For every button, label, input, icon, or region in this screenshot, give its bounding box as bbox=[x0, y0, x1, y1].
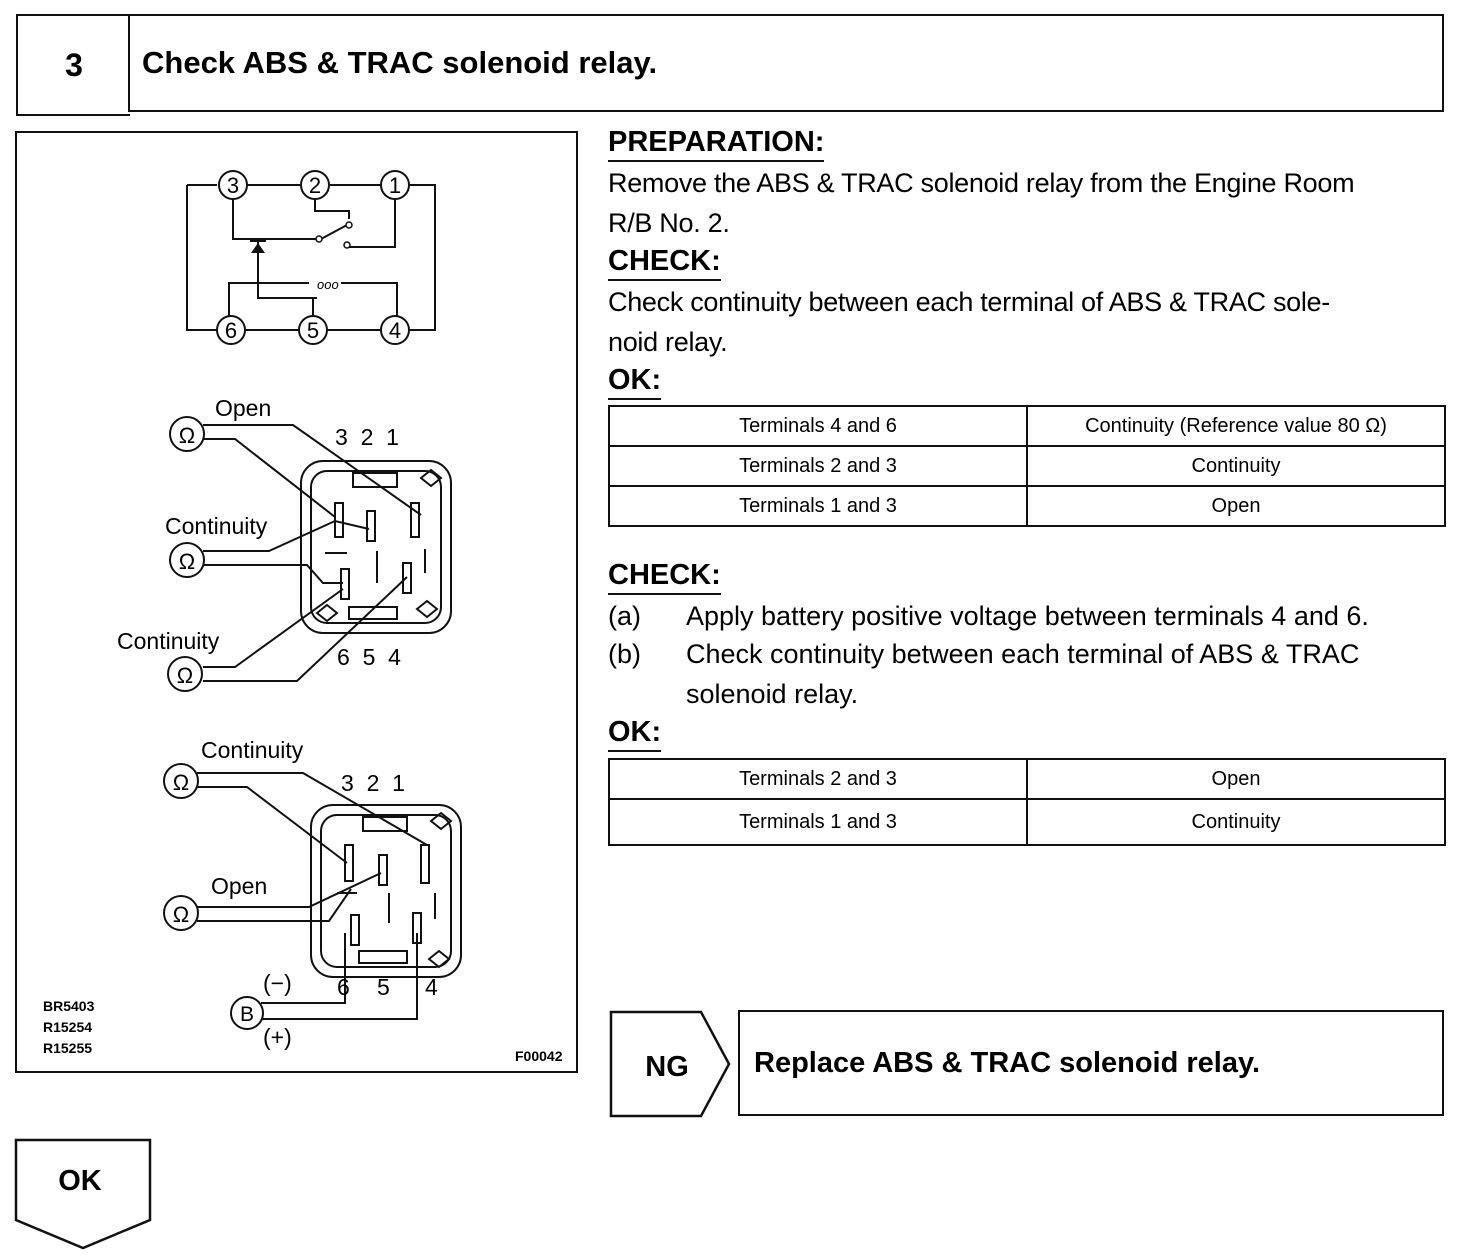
step-b-line-1: Check continuity between each terminal o… bbox=[686, 639, 1360, 669]
relay-figure: ooo 3 2 1 6 5 4 bbox=[43, 170, 563, 1064]
ohm-symbol-5: Ω bbox=[173, 902, 189, 927]
check-text-1: Check continuity between each terminal o… bbox=[608, 282, 1450, 362]
ok-arrow-box: OK bbox=[14, 1138, 152, 1250]
battery-symbol bbox=[230, 996, 264, 1030]
plus-label: (+) bbox=[263, 1024, 292, 1050]
schematic-terminal-6 bbox=[216, 315, 246, 345]
ok-label: OK bbox=[58, 1165, 102, 1197]
table-row: Terminals 2 and 3 Continuity bbox=[608, 445, 1446, 487]
check1-line-1: Check continuity between each terminal o… bbox=[608, 287, 1330, 317]
ohmmeter-probe-2 bbox=[169, 542, 205, 578]
figure-panel: ooo 3 2 1 6 5 4 bbox=[15, 131, 578, 1073]
schematic-terminal-2-label: 2 bbox=[309, 173, 321, 198]
battery-label: B bbox=[240, 1003, 254, 1026]
schematic-terminal-1 bbox=[380, 170, 410, 200]
table-cell: Open bbox=[1026, 485, 1446, 527]
check-heading-2: CHECK: bbox=[608, 559, 721, 595]
schematic-terminal-4-label: 4 bbox=[389, 318, 401, 343]
step-b-line-2: solenoid relay. bbox=[686, 679, 859, 709]
figure-code-2: R15254 bbox=[43, 1019, 92, 1035]
ohm-symbol-3: Ω bbox=[177, 663, 193, 688]
preparation-text: Remove the ABS & TRAC solenoid relay fro… bbox=[608, 163, 1450, 243]
ok-heading-2: OK: bbox=[608, 716, 662, 752]
coil-symbol: ooo bbox=[317, 277, 339, 292]
minus-label: (−) bbox=[263, 970, 292, 996]
table-cell: Terminals 1 and 3 bbox=[608, 798, 1028, 846]
table-cell: Terminals 2 and 3 bbox=[608, 445, 1028, 487]
ohm-symbol-4: Ω bbox=[173, 770, 189, 795]
step-number: 3 bbox=[16, 14, 130, 116]
check2-step-b: (b) Check continuity between each termin… bbox=[608, 634, 1450, 714]
ng-label: NG bbox=[645, 1051, 689, 1083]
relay2-terminal-6: 6 bbox=[337, 974, 350, 1000]
check1-line-2: noid relay. bbox=[608, 327, 728, 357]
schematic-terminal-2 bbox=[300, 170, 330, 200]
ok-heading-1: OK: bbox=[608, 364, 662, 400]
figure-code-3: R15255 bbox=[43, 1040, 92, 1056]
ohm-symbol-1: Ω bbox=[179, 423, 195, 448]
table-row: Terminals 1 and 3 Continuity bbox=[608, 798, 1446, 846]
relay2-terminal-5: 5 bbox=[377, 974, 390, 1000]
table-cell: Continuity bbox=[1026, 798, 1446, 846]
relay1-top-terminal-numbers: 3 2 1 bbox=[335, 424, 399, 450]
step-b-text: Check continuity between each terminal o… bbox=[686, 634, 1450, 714]
table-row: Terminals 1 and 3 Open bbox=[608, 485, 1446, 527]
ng-action-box: Replace ABS & TRAC solenoid relay. bbox=[738, 1010, 1444, 1116]
relay1-probe-label-continuity-1: Continuity bbox=[165, 513, 268, 539]
table-cell: Open bbox=[1026, 758, 1446, 800]
check-heading-1: CHECK: bbox=[608, 245, 721, 281]
preparation-line-2: R/B No. 2. bbox=[608, 208, 730, 238]
schematic-terminal-6-label: 6 bbox=[225, 318, 237, 343]
step-a-text: Apply battery positive voltage between t… bbox=[686, 601, 1369, 631]
ng-action-text: Replace ABS & TRAC solenoid relay. bbox=[754, 1046, 1261, 1079]
ok-table-2: Terminals 2 and 3 Open Terminals 1 and 3… bbox=[608, 758, 1446, 846]
relay2-probe-label-open: Open bbox=[211, 873, 267, 899]
relay1-probe-label-continuity-2: Continuity bbox=[117, 628, 220, 654]
ohmmeter-probe-4 bbox=[163, 763, 199, 799]
schematic-terminal-5 bbox=[298, 315, 328, 345]
ok-table-1: Terminals 4 and 6 Continuity (Reference … bbox=[608, 405, 1446, 527]
ohmmeter-probe-3 bbox=[167, 656, 203, 692]
relay1-bottom-terminal-numbers: 6 5 4 bbox=[337, 644, 401, 670]
table-row: Terminals 2 and 3 Open bbox=[608, 758, 1446, 800]
table-cell: Continuity (Reference value 80 Ω) bbox=[1026, 405, 1446, 447]
table-cell: Terminals 4 and 6 bbox=[608, 405, 1028, 447]
step-b-label: (b) bbox=[608, 639, 641, 669]
preparation-heading: PREPARATION: bbox=[608, 126, 825, 162]
relay2-terminal-4: 4 bbox=[425, 974, 438, 1000]
preparation-line-1: Remove the ABS & TRAC solenoid relay fro… bbox=[608, 168, 1355, 198]
step-title: Check ABS & TRAC solenoid relay. bbox=[128, 14, 1444, 112]
table-row: Terminals 4 and 6 Continuity (Reference … bbox=[608, 405, 1446, 447]
relay1-probe-label-open: Open bbox=[215, 395, 271, 421]
ohmmeter-probe-1 bbox=[169, 416, 205, 452]
relay-2-body bbox=[310, 804, 462, 978]
schematic-terminal-3-label: 3 bbox=[227, 173, 239, 198]
relay2-probe-label-continuity: Continuity bbox=[201, 737, 304, 763]
step-title-text: Check ABS & TRAC solenoid relay. bbox=[142, 45, 658, 80]
table-cell: Terminals 2 and 3 bbox=[608, 758, 1028, 800]
ng-arrow-box: NG bbox=[609, 1010, 731, 1118]
schematic-terminal-1-label: 1 bbox=[389, 173, 401, 198]
table-cell: Terminals 1 and 3 bbox=[608, 485, 1028, 527]
figure-id: F00042 bbox=[515, 1048, 563, 1064]
ohmmeter-probe-5 bbox=[163, 895, 199, 931]
schematic-terminal-3 bbox=[218, 170, 248, 200]
relay2-top-terminal-numbers: 3 2 1 bbox=[341, 770, 405, 796]
schematic-terminal-4 bbox=[380, 315, 410, 345]
ohm-symbol-2: Ω bbox=[179, 549, 195, 574]
table-cell: Continuity bbox=[1026, 445, 1446, 487]
figure-code-1: BR5403 bbox=[43, 998, 95, 1014]
step-a-label: (a) bbox=[608, 601, 641, 631]
schematic-terminal-5-label: 5 bbox=[307, 318, 319, 343]
check2-step-a: (a) Apply battery positive voltage betwe… bbox=[608, 596, 1450, 636]
